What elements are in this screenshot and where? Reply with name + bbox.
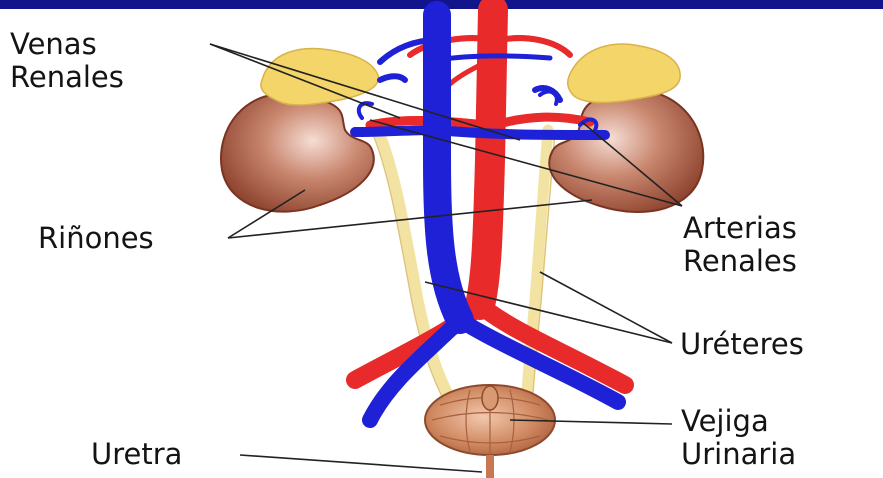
label-vejiga-urinaria-line2: Urinaria (681, 438, 796, 471)
label-venas-renales: Venas Renales (10, 28, 124, 94)
label-arterias-renales-line1: Arterias (683, 212, 797, 245)
label-ureteres-text: Uréteres (680, 328, 804, 361)
label-uretra-text: Uretra (91, 438, 182, 471)
label-ureteres: Uréteres (680, 328, 804, 361)
label-rinones: Riñones (38, 222, 154, 255)
label-rinones-text: Riñones (38, 222, 154, 255)
left-adrenal-gland (261, 49, 379, 106)
right-adrenal-gland (568, 44, 680, 103)
label-vejiga-urinaria: Vejiga Urinaria (681, 405, 796, 471)
label-uretra: Uretra (91, 438, 182, 471)
label-vejiga-urinaria-line1: Vejiga (681, 405, 796, 438)
label-arterias-renales-line2: Renales (683, 245, 797, 278)
right-kidney (549, 90, 703, 212)
label-arterias-renales: Arterias Renales (683, 212, 797, 278)
label-venas-renales-line1: Venas (10, 28, 124, 61)
label-venas-renales-line2: Renales (10, 61, 124, 94)
